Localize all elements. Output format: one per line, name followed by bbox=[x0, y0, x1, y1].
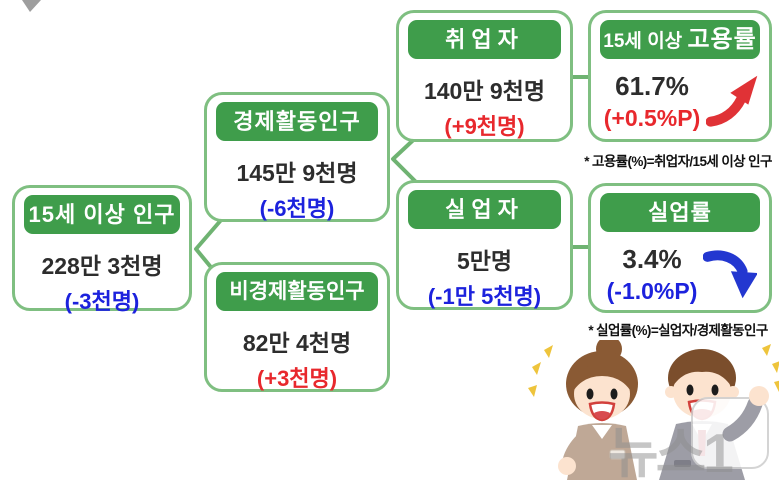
box-active-delta: (-6천명) bbox=[259, 196, 335, 221]
woman-character bbox=[558, 340, 638, 480]
box-active-value: 145만 9천명 bbox=[236, 160, 358, 186]
employment-rate-title-prefix: 15세 이상 bbox=[603, 31, 688, 52]
box-population-delta: (-3천명) bbox=[64, 289, 140, 314]
unemployment-rate-delta: (-1.0%P) bbox=[606, 278, 698, 304]
box-inactive-value: 82만 4천명 bbox=[242, 330, 352, 356]
up-arrow-icon bbox=[706, 75, 758, 127]
employment-rate-value: 61.7% bbox=[615, 71, 689, 101]
box-population-value: 228만 3천명 bbox=[41, 253, 163, 279]
box-economically-inactive: 비경제활동인구 82만 4천명 (+3천명) bbox=[204, 262, 390, 392]
box-employment-rate: 15세 이상 고용률 61.7% (+0.5%P) bbox=[588, 10, 772, 142]
employment-rate-title-emph: 고용률 bbox=[687, 26, 757, 53]
sparkle-icon bbox=[762, 344, 779, 392]
employment-rate-delta: (+0.5%P) bbox=[603, 105, 701, 131]
sparkle-icon bbox=[528, 345, 553, 397]
box-unemployed-value: 5만명 bbox=[456, 248, 513, 274]
unemployment-rate-value: 3.4% bbox=[622, 244, 682, 274]
box-inactive-delta: (+3천명) bbox=[256, 366, 338, 391]
box-unemployed-delta: (-1만 5천명) bbox=[427, 284, 542, 309]
gray-corner-triangle bbox=[22, 0, 41, 12]
box-unemployment-rate-title: 실업률 bbox=[600, 193, 760, 232]
box-economically-active: 경제활동인구 145만 9천명 (-6천명) bbox=[204, 92, 390, 222]
box-population-15plus: 15세 이상 인구 228만 3천명 (-3천명) bbox=[12, 185, 192, 314]
box-employed-delta: (+9천명) bbox=[444, 114, 525, 139]
unemployment-rate-formula-footnote: * 실업률(%)=실업자/경제활동인구 bbox=[588, 323, 768, 338]
box-employed: 취업자 140만 9천명 (+9천명) bbox=[396, 10, 573, 142]
box-population-title: 15세 이상 인구 bbox=[24, 195, 180, 234]
box-inactive-title: 비경제활동인구 bbox=[216, 272, 378, 311]
box-unemployment-rate: 실업률 3.4% (-1.0%P) bbox=[588, 183, 772, 313]
box-employed-value: 140만 9천명 bbox=[423, 78, 546, 104]
box-employment-rate-title: 15세 이상 고용률 bbox=[600, 20, 760, 59]
news1-watermark: 뉴스1 bbox=[608, 422, 734, 480]
cheering-workers-illustration bbox=[528, 340, 779, 480]
man-character bbox=[659, 349, 769, 480]
box-active-title: 경제활동인구 bbox=[216, 102, 378, 141]
down-arrow-icon bbox=[703, 249, 758, 298]
box-employed-title: 취업자 bbox=[408, 20, 561, 59]
box-unemployed: 실업자 5만명 (-1만 5천명) bbox=[396, 180, 573, 310]
box-unemployed-title: 실업자 bbox=[408, 190, 561, 229]
employment-rate-formula-footnote: * 고용률(%)=취업자/15세 이상 인구 bbox=[584, 154, 772, 169]
